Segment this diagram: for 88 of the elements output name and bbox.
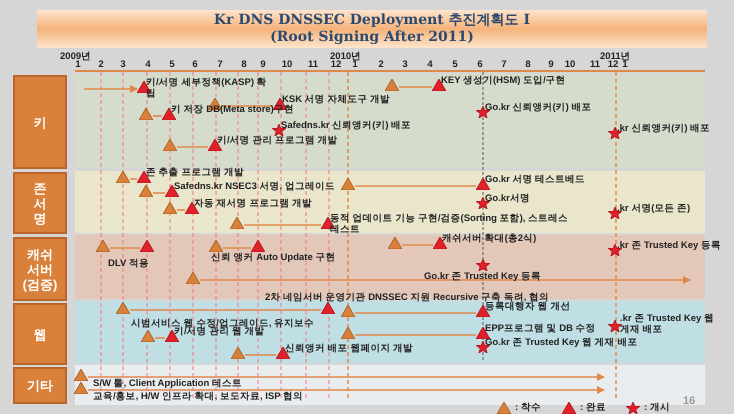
- month-label: 10: [564, 59, 576, 70]
- month-label: 12: [330, 59, 342, 70]
- month-label: 9: [548, 59, 554, 70]
- month-label: 1: [352, 59, 358, 70]
- connector-line: [130, 309, 321, 311]
- month-label: 3: [120, 59, 126, 70]
- task-label: .kr 존 Trusted Key 등록: [617, 240, 721, 251]
- connector-line: [130, 178, 137, 180]
- task-label: Go.kr 존 Trusted Key 등록: [424, 271, 542, 282]
- month-label: 11: [308, 59, 318, 70]
- month-label: 6: [477, 59, 483, 70]
- row-header: 존 서 명: [13, 172, 67, 234]
- month-label: 4: [145, 59, 151, 70]
- task-label: KEY 생성기(HSM) 도입/구현: [441, 75, 566, 86]
- connector-line: [399, 86, 432, 88]
- task-label: 신뢰 앵커 Auto Update 구현: [211, 252, 336, 263]
- task-label: Go.kr 신뢰앵커(키) 배포: [485, 102, 592, 113]
- task-label: Safedns.kr 신뢰앵커(키) 배포: [281, 120, 412, 131]
- year-label: 2010년: [330, 51, 362, 62]
- task-label: 키 저장 DB(Meta store)구현: [171, 104, 294, 115]
- page-number: 16: [683, 396, 696, 407]
- task-label: 키/서명 세부정책(KASP) 확립: [146, 77, 268, 99]
- connector-line: [177, 146, 208, 148]
- task-label: .kr 서명(모든 존): [617, 203, 690, 214]
- connector-line: [223, 247, 251, 249]
- connector-line: [244, 224, 321, 226]
- legend-label: : 착수: [515, 402, 541, 413]
- title: Kr DNS DNSSEC Deployment 추진계획도 I: [212, 11, 532, 29]
- row-header: 캐쉬 서버 (검증): [13, 237, 67, 301]
- task-label: 존 추출 프로그램 개발: [146, 167, 244, 178]
- month-label: 2: [98, 59, 104, 70]
- connector-line: [153, 115, 162, 117]
- month-label: 7: [501, 59, 507, 70]
- month-label: 4: [427, 59, 433, 70]
- task-label: 교육/홍보, H/W 인프라 확대, 보도자료, ISP 협의: [93, 391, 304, 402]
- subtitle: (Root Signing After 2011): [269, 29, 475, 45]
- task-label: 키/서명 관리 프로그램 개발: [217, 135, 338, 146]
- month-label: 9: [260, 59, 266, 70]
- connector-line: [222, 105, 273, 107]
- connector-line: [245, 354, 276, 356]
- connector-line: [155, 337, 165, 339]
- task-label: 동적 업데이트 기능 구현/검증(Sorting 포함), 스트레스 테스트: [330, 213, 570, 235]
- connector-line: [402, 244, 433, 246]
- month-label: 12: [608, 59, 618, 70]
- connector-line: [110, 247, 140, 249]
- month-label: 8: [241, 59, 247, 70]
- arrow: [200, 276, 691, 284]
- task-label: EPP프로그램 및 DB 수정: [485, 323, 596, 334]
- task-label: 자동 재서명 프로그램 개발: [194, 198, 312, 209]
- task-label: Go.kr 존 Trusted Key 웹 게재 배포: [485, 337, 638, 348]
- task-label: Go.kr 서명 테스트베드: [485, 174, 586, 185]
- row-header: 기타: [13, 367, 67, 404]
- task-label: .kr 존 Trusted Key 웹 게재 배포: [620, 313, 715, 335]
- connector-line: [355, 334, 476, 336]
- task-label: 키/서명 관리 웹 개발: [174, 326, 265, 337]
- month-label: 2: [378, 59, 384, 70]
- arrow: [84, 85, 138, 93]
- row-header: 웹: [13, 303, 67, 365]
- connector-line: [355, 185, 476, 187]
- arrow: [88, 386, 605, 394]
- task-label: S/W 툴, Client Application 테스트: [93, 378, 242, 389]
- task-label: 등록대행자 웹 개선: [485, 301, 570, 312]
- year-label: 2009년: [60, 51, 92, 62]
- month-label: 1: [622, 59, 628, 70]
- legend-label: : 개시: [644, 402, 670, 413]
- connector-line: [355, 312, 476, 314]
- month-label: 7: [217, 59, 223, 70]
- task-label: 캐쉬서버 확대(총2식): [442, 233, 536, 244]
- task-label: KSK 서명 자체도구 개발: [282, 94, 390, 105]
- month-label: 5: [169, 59, 175, 70]
- connector-line: [177, 209, 185, 211]
- task-label: DLV 적용: [108, 258, 149, 269]
- month-label: 8: [525, 59, 531, 70]
- year-label: 2011년: [600, 51, 631, 62]
- month-label: 6: [192, 59, 198, 70]
- task-label: 2차 네임서버 운영기관 DNSSEC 지원 Recursive 구축 독려, 협의: [265, 292, 550, 303]
- task-label: .kr 신뢰앵커(키) 배포: [617, 123, 710, 134]
- row-header: 키: [13, 75, 67, 169]
- connector-line: [153, 192, 165, 194]
- month-label: 3: [402, 59, 408, 70]
- month-label: 5: [452, 59, 458, 70]
- task-label: 신뢰앵커 배포 웹페이지 개발: [285, 343, 413, 354]
- arrow: [88, 373, 605, 381]
- month-label: 1: [75, 59, 81, 70]
- month-label: 10: [282, 59, 292, 70]
- task-label: Go.kr서명: [485, 193, 530, 204]
- month-label: 11: [590, 59, 600, 70]
- legend-label: : 완료: [580, 402, 606, 413]
